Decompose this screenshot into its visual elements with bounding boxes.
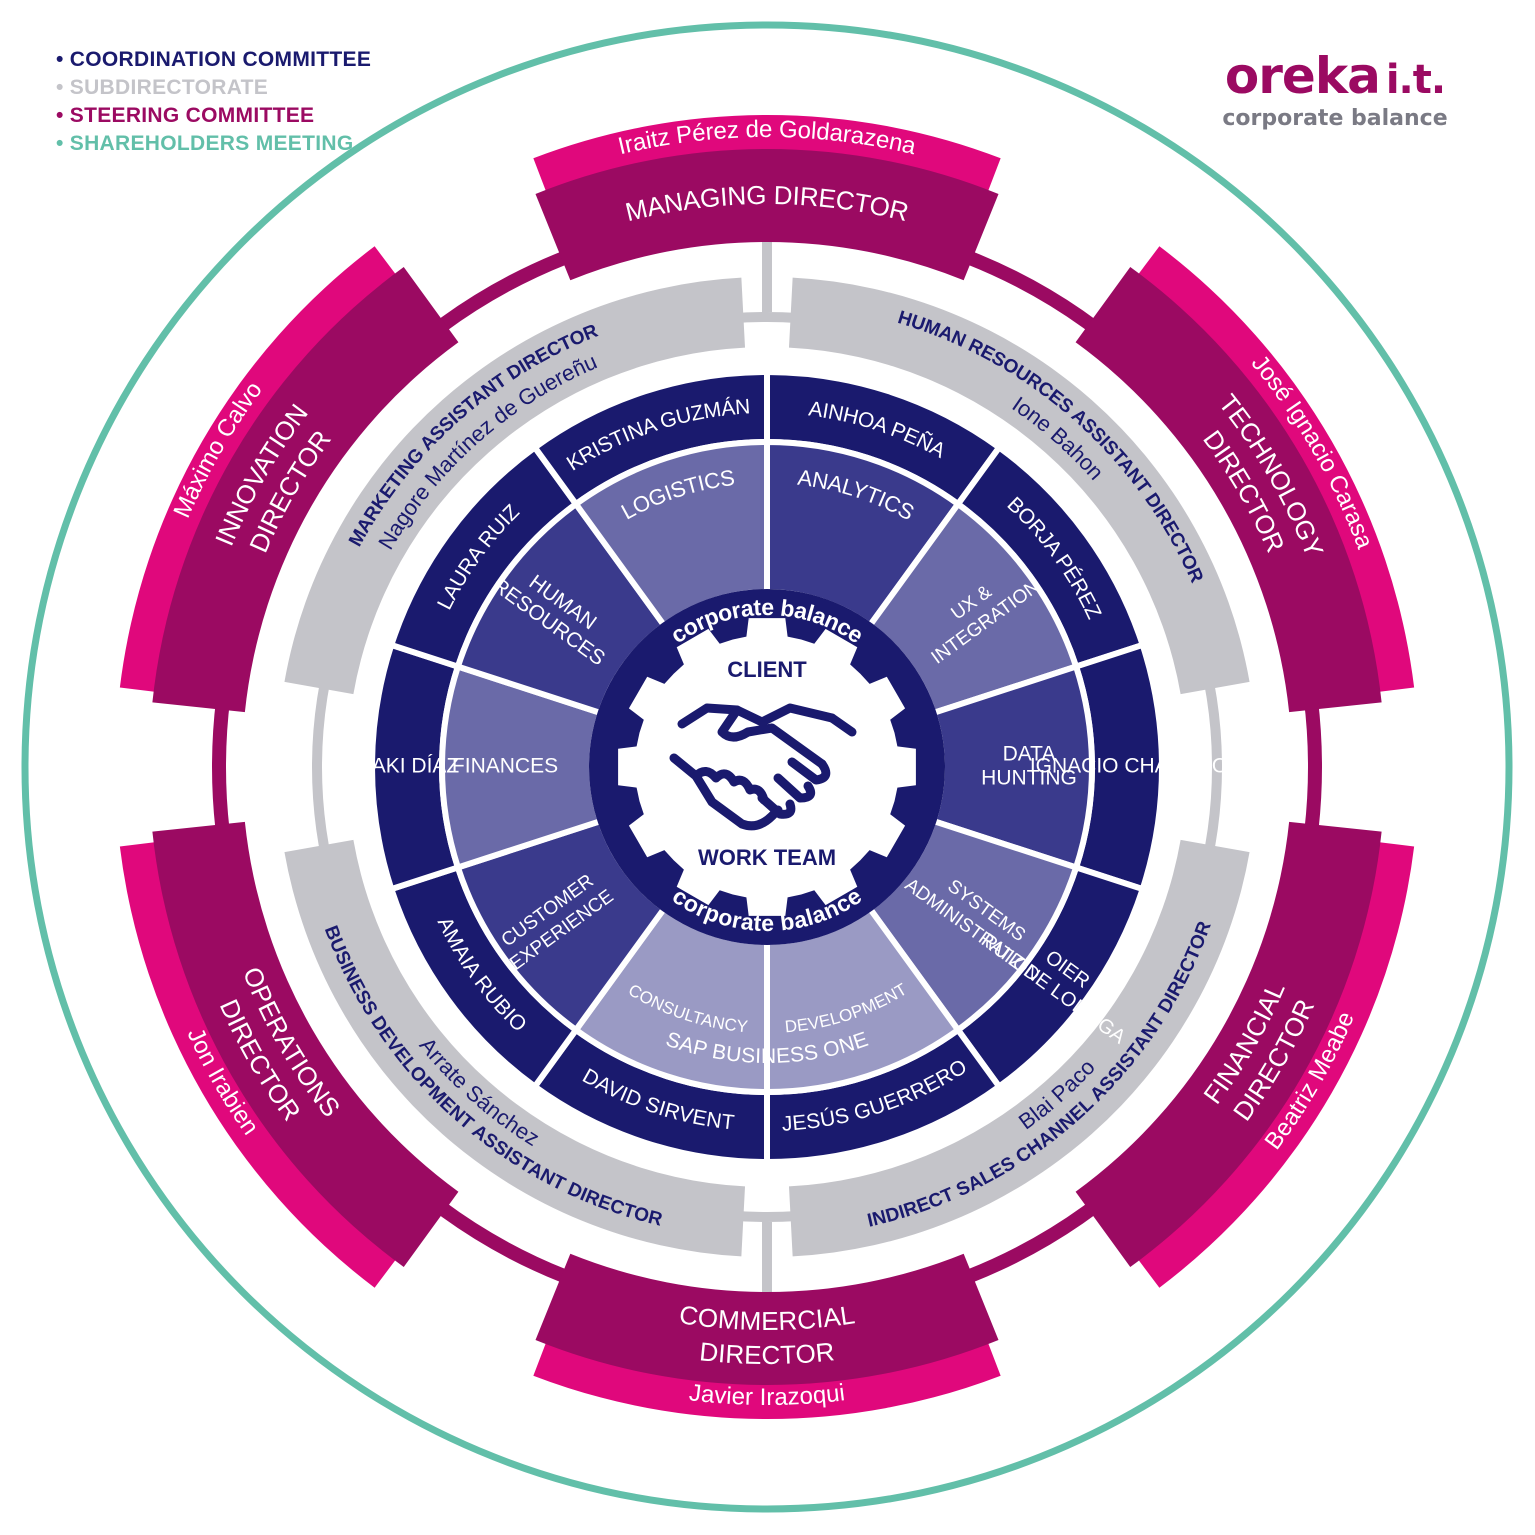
legend-shareholders: • SHAREHOLDERS MEETING: [56, 132, 354, 155]
director-name-tab: [533, 1341, 1001, 1419]
director-title-tab: [1075, 821, 1382, 1267]
assistant-band: [284, 277, 746, 695]
legend-subdirectorate: • SUBDIRECTORATE: [56, 76, 269, 99]
legend-steering: • STEERING COMMITTEE: [56, 104, 315, 127]
director-name-tab: [119, 246, 397, 693]
area-label-line: HUNTING: [981, 767, 1077, 790]
director-title-tab: [535, 1253, 999, 1385]
core-team-label: WORK TEAM: [698, 845, 836, 870]
director-name-tab: [1137, 246, 1415, 693]
handshake-arm-top: [677, 703, 837, 729]
shareholders-ring: [21, 21, 1513, 1513]
core-client-label: CLIENT: [727, 657, 807, 682]
area-label-line: DATA: [1003, 743, 1056, 766]
bottom-connector: [762, 1222, 772, 1322]
director-title: DIRECTOR: [698, 1336, 836, 1370]
legend: • COORDINATION COMMITTEE • SUBDIRECTORAT…: [56, 46, 371, 158]
director-title-tab: [535, 148, 999, 281]
handshake-finger-2: [773, 773, 816, 803]
director-title-text: DIRECTOR: [698, 1336, 836, 1370]
area-person-label: IGNACIO CHAPERO: [1030, 755, 1228, 778]
director-name: Javier Irazoqui: [688, 1380, 847, 1412]
handshake-palm: [717, 705, 827, 769]
handshake-finger-1: [787, 757, 831, 785]
area-label: FINANCES: [452, 755, 558, 778]
director-name-tab: [1137, 841, 1415, 1288]
handshake-lower-hand: [669, 753, 783, 831]
area-person-label-line: IGNACIO CHAPERO: [1030, 755, 1228, 778]
gear-core: [618, 618, 916, 916]
logo-brand-text: oreka: [1224, 47, 1381, 105]
director-title-tab: [152, 821, 459, 1267]
area-person-label-line: IÑAKI DÍAZ: [351, 754, 460, 778]
director-name-tab: [533, 114, 1001, 193]
handshake-arm-right: [827, 713, 857, 737]
director-name-text: Javier Irazoqui: [688, 1380, 847, 1412]
area-person-label: IÑAKI DÍAZ: [351, 754, 460, 778]
subdirectorate-ring: [312, 312, 1222, 1222]
handshake-knuckles: [691, 767, 769, 805]
top-connector: [762, 212, 772, 312]
assistant-band: [284, 839, 746, 1257]
director-title-tab: [1075, 267, 1382, 713]
logo-tagline: corporate balance: [1222, 106, 1448, 131]
director-name-tab: [119, 841, 397, 1288]
assistant-band: [788, 839, 1250, 1257]
handshake-icon: [669, 703, 857, 831]
area-label-line: FINANCES: [452, 755, 558, 778]
director-title-tab: [152, 267, 459, 713]
assistant-band: [788, 277, 1250, 695]
logo-brand-suffix: i.t.: [1385, 57, 1446, 103]
legend-coordination: • COORDINATION COMMITTEE: [56, 48, 372, 71]
